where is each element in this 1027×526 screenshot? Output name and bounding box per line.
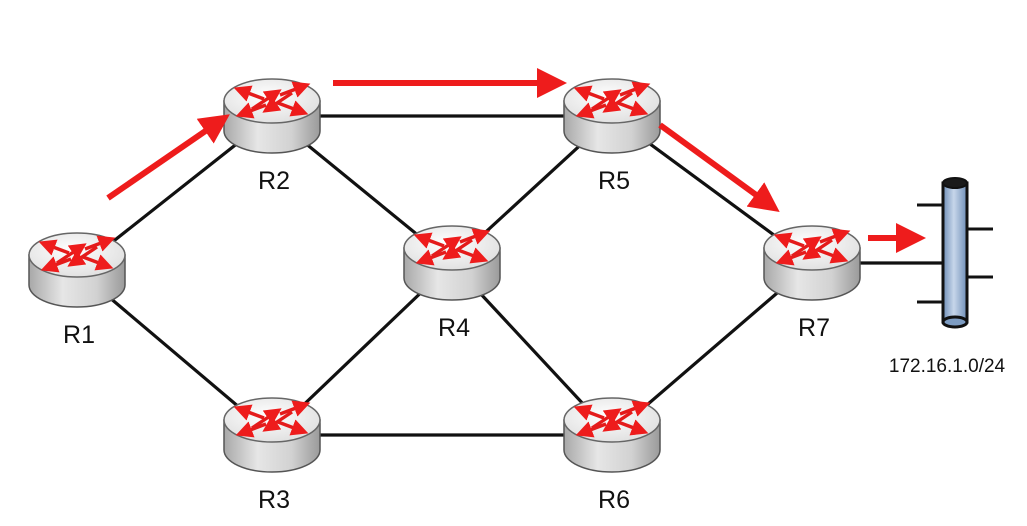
router-label: R5 — [598, 167, 630, 195]
routing-path — [106, 68, 926, 253]
router-r5: R5 — [563, 78, 661, 195]
router-top — [28, 232, 126, 278]
router-top — [223, 397, 321, 443]
router-r3: R3 — [223, 397, 321, 514]
router-r4: R4 — [403, 225, 501, 342]
router-r1: R1 — [28, 232, 126, 349]
network-bus — [941, 181, 969, 324]
router-arrows-icon — [233, 400, 311, 438]
router-label: R2 — [258, 167, 290, 195]
router-arrows-icon — [413, 228, 491, 266]
router-r7: R7 — [763, 225, 861, 342]
router-r6: R6 — [563, 397, 661, 514]
network-label: 172.16.1.0/24 — [889, 356, 1006, 377]
router-top — [763, 225, 861, 271]
router-label: R1 — [63, 321, 95, 349]
network-bus-bottom — [941, 315, 969, 329]
path-arrow-r5-r7 — [658, 122, 780, 213]
router-r2: R2 — [223, 78, 321, 195]
router-arrows-icon — [573, 400, 651, 438]
router-top — [563, 397, 661, 443]
network-bus-top — [942, 177, 968, 189]
router-label: R6 — [598, 486, 630, 514]
router-top — [223, 78, 321, 124]
router-arrows-icon — [233, 81, 311, 119]
router-arrows-icon — [773, 228, 851, 266]
router-label: R3 — [258, 486, 290, 514]
router-arrows-icon — [573, 81, 651, 119]
network-segment — [917, 177, 993, 329]
router-arrows-icon — [38, 235, 116, 273]
router-label: R4 — [438, 314, 470, 342]
router-top — [563, 78, 661, 124]
path-arrow-r1-r2 — [106, 114, 230, 201]
router-label: R7 — [798, 314, 830, 342]
router-top — [403, 225, 501, 271]
